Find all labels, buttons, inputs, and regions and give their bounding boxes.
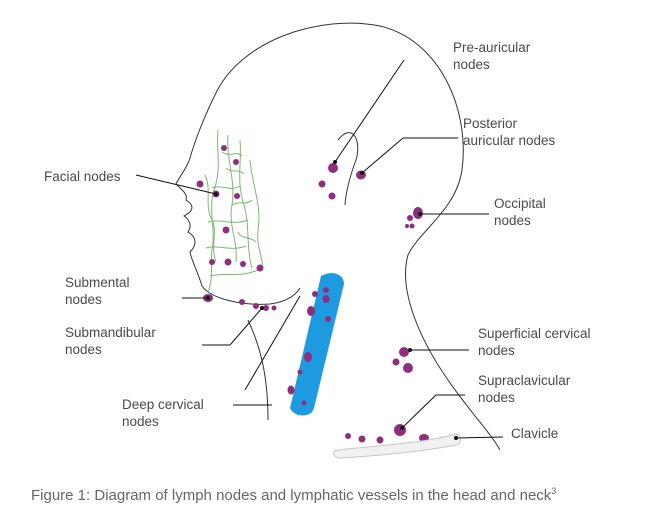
label-line: Clavicle bbox=[511, 426, 559, 441]
label-line: nodes bbox=[478, 390, 515, 405]
leader-dots bbox=[206, 160, 458, 440]
label-line: Superficial cervical bbox=[478, 326, 591, 341]
label-clavicle: Clavicle bbox=[511, 425, 558, 442]
supraclavicular-lymph-nodes bbox=[345, 424, 429, 444]
occipital-lymph-nodes bbox=[405, 207, 423, 229]
internal-jugular-vein bbox=[290, 273, 344, 416]
deep-cervical-lymph-nodes bbox=[287, 287, 331, 406]
caption-reference: 3 bbox=[551, 486, 557, 496]
clavicle-bone bbox=[333, 433, 461, 459]
label-line: nodes bbox=[65, 342, 102, 357]
facial-lymph-nodes bbox=[196, 145, 277, 311]
label-posterior-auricular-nodes: Posterior auricular nodes bbox=[463, 115, 555, 149]
label-submandibular-nodes: Submandibular nodes bbox=[65, 324, 156, 358]
label-line: nodes bbox=[453, 57, 490, 72]
ear-outline bbox=[337, 132, 359, 206]
label-line: Pre-auricular bbox=[453, 40, 531, 55]
auricular-lymph-nodes bbox=[318, 163, 366, 200]
label-occipital-nodes: Occipital nodes bbox=[494, 195, 546, 229]
lymphatic-vessels bbox=[204, 129, 263, 293]
label-facial-nodes: Facial nodes bbox=[44, 168, 121, 185]
label-submental-nodes: Submental nodes bbox=[65, 274, 130, 308]
leader-lines bbox=[135, 59, 504, 439]
label-superficial-cervical-nodes: Superficial cervical nodes bbox=[478, 325, 591, 359]
label-line: Submental bbox=[65, 275, 130, 290]
label-line: nodes bbox=[65, 292, 102, 307]
superficial-cervical-lymph-nodes bbox=[392, 347, 413, 373]
label-line: Deep cervical bbox=[122, 397, 204, 412]
label-pre-auricular-nodes: Pre-auricular nodes bbox=[453, 39, 530, 73]
figure-caption: Figure 1: Diagram of lymph nodes and lym… bbox=[31, 486, 556, 504]
label-supraclavicular-nodes: Supraclavicular nodes bbox=[478, 372, 570, 406]
label-line: Posterior bbox=[463, 116, 518, 131]
label-line: Facial nodes bbox=[44, 169, 121, 184]
caption-text: Figure 1: Diagram of lymph nodes and lym… bbox=[31, 487, 552, 504]
label-line: Occipital bbox=[494, 196, 546, 211]
label-line: nodes bbox=[122, 414, 159, 429]
face-profile bbox=[175, 94, 301, 305]
label-deep-cervical-nodes: Deep cervical nodes bbox=[122, 396, 204, 430]
label-line: nodes bbox=[478, 343, 515, 358]
head-outline bbox=[214, 22, 501, 451]
label-line: nodes bbox=[494, 213, 531, 228]
label-line: auricular nodes bbox=[463, 133, 556, 148]
label-line: Supraclavicular bbox=[478, 373, 571, 388]
label-line: Submandibular bbox=[65, 325, 156, 340]
neck-front-outline bbox=[247, 319, 269, 421]
